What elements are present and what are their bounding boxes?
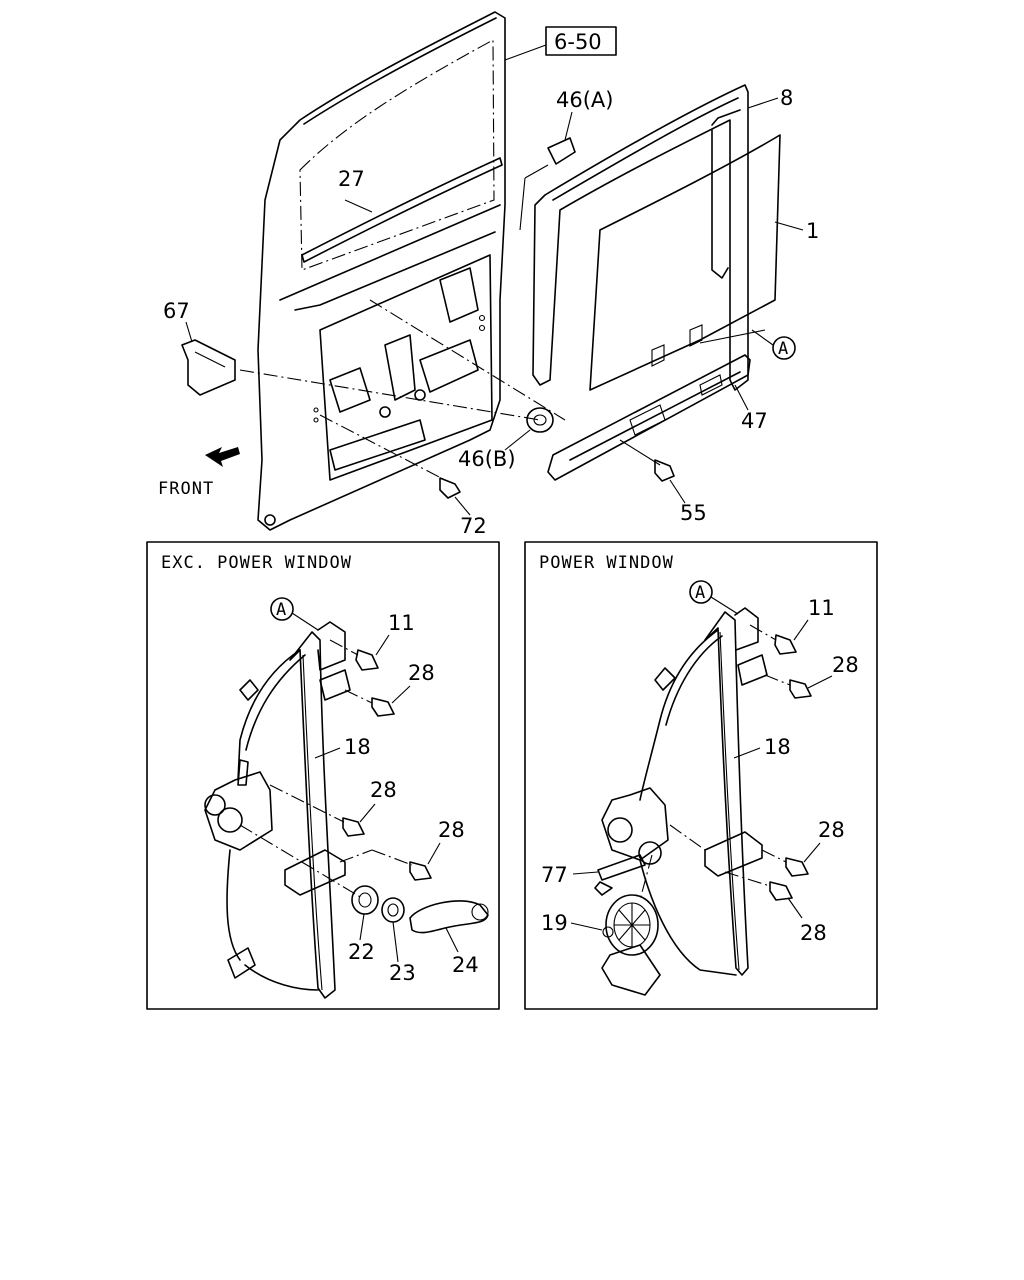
bolt-28c-right bbox=[769, 881, 793, 901]
callout-28b-left: 28 bbox=[370, 778, 397, 802]
callout-46b: 46(B) bbox=[458, 447, 516, 471]
bolt-28c-left bbox=[409, 861, 432, 881]
panel-exc-power-window-title: EXC. POWER WINDOW bbox=[161, 553, 352, 573]
panel-power-window-title: POWER WINDOW bbox=[539, 553, 674, 573]
callout-47: 47 bbox=[741, 409, 768, 433]
callout-18-left: 18 bbox=[344, 735, 371, 759]
bolt-28a-left bbox=[371, 697, 395, 717]
window-crank-24 bbox=[409, 900, 489, 934]
circle-ref-a-left-label: A bbox=[276, 600, 287, 620]
front-arrow-icon bbox=[205, 447, 240, 467]
callout-23: 23 bbox=[389, 961, 416, 985]
rail-18-right bbox=[704, 611, 749, 976]
ref-box bbox=[545, 26, 617, 56]
callout-72: 72 bbox=[460, 514, 487, 538]
channel-47 bbox=[547, 354, 751, 481]
grommet-46b bbox=[526, 407, 554, 433]
washer-23 bbox=[381, 897, 405, 923]
callout-19: 19 bbox=[541, 911, 568, 935]
callout-28a-right: 28 bbox=[832, 653, 859, 677]
front-label: FRONT bbox=[158, 479, 214, 499]
bolt-11-left bbox=[355, 649, 379, 671]
callout-11-right: 11 bbox=[808, 596, 835, 620]
callout-11-left: 11 bbox=[388, 611, 415, 635]
door-frame bbox=[257, 11, 506, 531]
callout-24: 24 bbox=[452, 953, 479, 977]
circle-ref-a-top-label: A bbox=[778, 339, 789, 359]
bolt-28b-left bbox=[342, 817, 365, 837]
motor-19 bbox=[601, 894, 661, 996]
callout-46a: 46(A) bbox=[556, 88, 613, 112]
callout-55: 55 bbox=[680, 501, 707, 525]
callout-28b-right: 28 bbox=[818, 818, 845, 842]
glass-run-8 bbox=[532, 84, 749, 391]
door-glass-1 bbox=[589, 134, 781, 391]
regulator-left bbox=[204, 771, 273, 851]
callout-22: 22 bbox=[348, 940, 375, 964]
washer-22 bbox=[351, 885, 379, 915]
regulator-right bbox=[601, 787, 669, 861]
callout-8: 8 bbox=[780, 86, 793, 110]
bracket-67 bbox=[181, 339, 236, 396]
callout-28c-right: 28 bbox=[800, 921, 827, 945]
ref-box-label: 6-50 bbox=[554, 30, 602, 54]
callout-1: 1 bbox=[806, 219, 819, 243]
clip-46a bbox=[547, 137, 576, 165]
weatherstrip-27 bbox=[301, 157, 503, 263]
panel-power-window bbox=[524, 541, 878, 1010]
bolt-72 bbox=[439, 477, 461, 499]
bolt-28b-right bbox=[785, 857, 809, 877]
bolt-55 bbox=[654, 459, 675, 482]
circle-ref-a-right-label: A bbox=[695, 583, 706, 603]
callout-28c-left: 28 bbox=[438, 818, 465, 842]
circle-ref-a-right bbox=[689, 580, 713, 604]
bolt-11-right bbox=[774, 634, 797, 655]
rail-18-left bbox=[289, 631, 336, 999]
callout-77: 77 bbox=[541, 863, 568, 887]
callout-28a-left: 28 bbox=[408, 661, 435, 685]
circle-ref-a-top bbox=[772, 336, 796, 360]
panel-exc-power-window bbox=[146, 541, 500, 1010]
callout-18-right: 18 bbox=[764, 735, 791, 759]
bolt-28a-right bbox=[789, 679, 812, 699]
circle-ref-a-left bbox=[270, 597, 294, 621]
callout-67: 67 bbox=[163, 299, 190, 323]
callout-27: 27 bbox=[338, 167, 365, 191]
